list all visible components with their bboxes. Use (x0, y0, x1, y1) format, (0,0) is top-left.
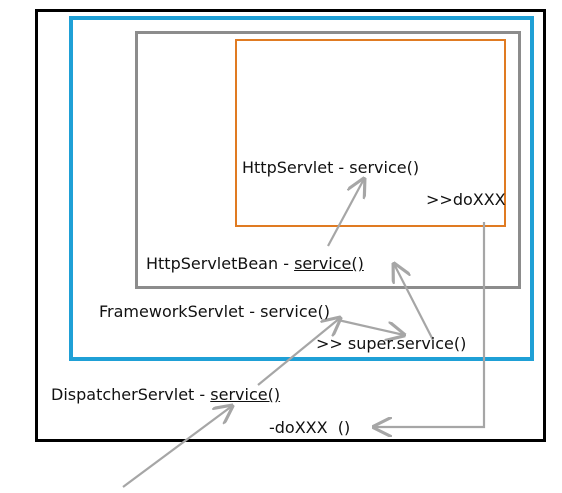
do-xxx-outer-label: -doXXX () (269, 418, 351, 437)
super-service-label: >> super.service() (316, 334, 467, 353)
http-servlet-name: HttpServlet (242, 158, 334, 177)
dispatcher-servlet-label: DispatcherServlet - service() (51, 387, 280, 403)
framework-servlet-frame (69, 16, 534, 361)
framework-servlet-method: service() (260, 302, 330, 321)
do-xxx-inner-label: >>doXXX (426, 190, 506, 209)
arrow-doxxx-return (374, 222, 486, 427)
arrow-bean-to-httpservlet (327, 179, 364, 247)
http-servlet-method: service() (349, 158, 420, 177)
http-servlet-frame (235, 39, 506, 227)
http-servlet-bean-frame (135, 31, 521, 289)
http-servlet-label: HttpServlet - service() (242, 160, 419, 176)
framework-servlet-label: FrameworkServlet - service() (99, 304, 330, 320)
dispatcher-servlet-method: service() (210, 385, 281, 404)
arrow-framework-to-super (337, 318, 404, 335)
http-servlet-bean-label: HttpServletBean - service() (146, 256, 364, 272)
outer-frame (35, 9, 546, 442)
separator: - (278, 254, 295, 273)
arrow-dispatcher-to-framework (257, 318, 340, 386)
separator: - (194, 385, 211, 404)
http-servlet-bean-method: service() (294, 254, 364, 273)
framework-servlet-name: FrameworkServlet (99, 302, 245, 321)
http-servlet-bean-name: HttpServletBean (146, 254, 279, 273)
arrow-into-dispatcher (122, 406, 232, 488)
separator: - (244, 302, 261, 321)
dispatcher-servlet-name: DispatcherServlet (51, 385, 195, 404)
arrow-super-to-bean (394, 264, 434, 341)
separator: - (333, 158, 350, 177)
